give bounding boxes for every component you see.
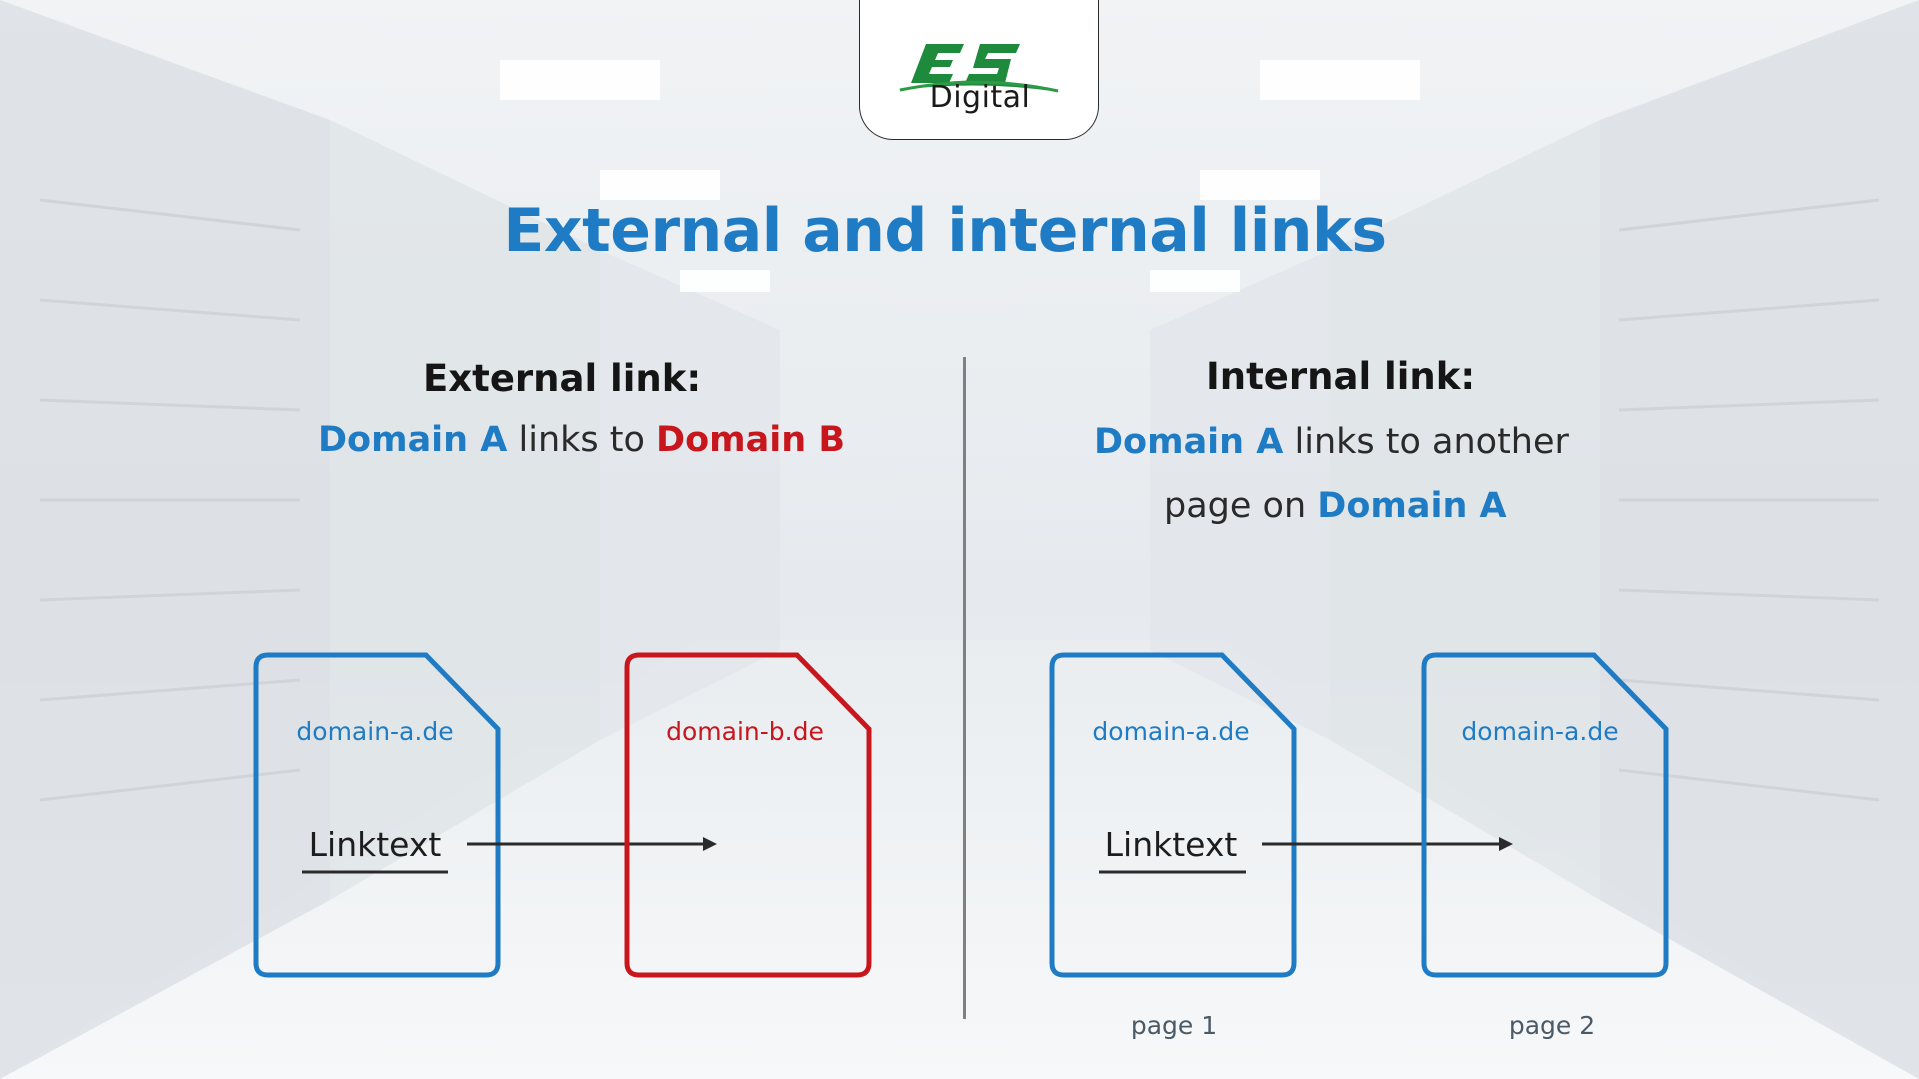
document-label: domain-b.de	[666, 717, 824, 746]
page-2-caption: page 2	[1509, 1011, 1595, 1040]
document-label: domain-a.de	[1461, 717, 1618, 746]
internal-domain-a-1: Domain A	[1094, 422, 1284, 462]
logo-tab: Digital	[859, 0, 1099, 140]
document-domain-a-page-1: domain-a.de Linktext	[1049, 652, 1297, 978]
document-domain-a-external: domain-a.de Linktext	[253, 652, 501, 978]
logo-wordmark: Digital	[929, 80, 1031, 115]
external-description: Domain A links to Domain B	[318, 420, 845, 460]
internal-description-line2: page on Domain A	[1164, 486, 1507, 526]
logo-3s-mark	[898, 44, 1060, 93]
internal-description-line1: Domain A links to another	[1094, 422, 1569, 462]
internal-page-on: page on	[1164, 486, 1318, 526]
external-domain-a: Domain A	[318, 420, 508, 460]
center-divider	[963, 357, 966, 1019]
page-1-caption: page 1	[1131, 1011, 1217, 1040]
linktext-label: Linktext	[1105, 825, 1238, 864]
internal-heading: Internal link:	[1206, 355, 1476, 398]
internal-links-to-another: links to another	[1283, 422, 1569, 462]
external-heading: External link:	[423, 357, 702, 400]
page-title: External and internal links	[503, 196, 1387, 266]
document-domain-a-page-2: domain-a.de	[1421, 652, 1669, 978]
document-label: domain-a.de	[1092, 717, 1249, 746]
internal-domain-a-2: Domain A	[1317, 486, 1507, 526]
linktext-label: Linktext	[309, 825, 442, 864]
document-label: domain-a.de	[296, 717, 453, 746]
external-links-to: links to	[507, 420, 657, 460]
document-domain-b: domain-b.de	[624, 652, 872, 978]
external-domain-b: Domain B	[656, 420, 845, 460]
